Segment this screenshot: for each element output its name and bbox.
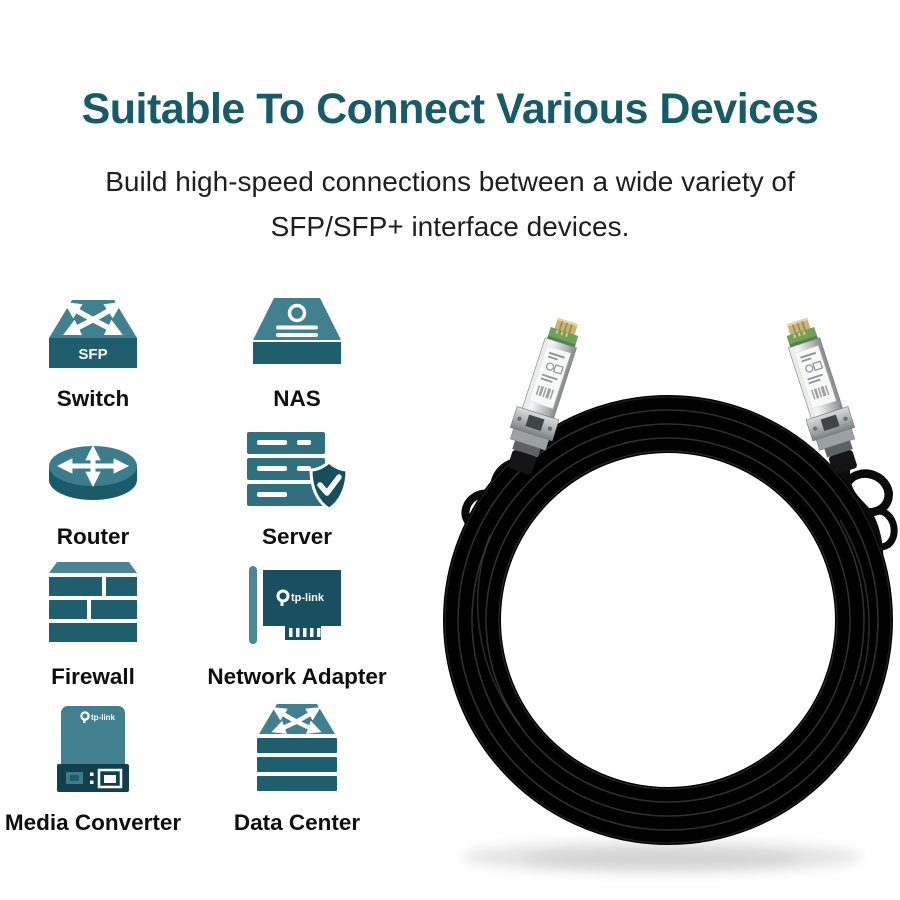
device-data-center: Data Center [192, 700, 402, 836]
device-media-converter: tp-link Media Converter [0, 700, 198, 836]
subtitle: Build high-speed connections between a w… [0, 159, 900, 249]
router-icon [49, 444, 137, 500]
adapter-brand-text: tp-link [291, 592, 325, 604]
media-converter-brand-text: tp-link [91, 713, 116, 722]
firewall-icon [49, 562, 137, 642]
device-label-router: Router [56, 524, 130, 549]
device-firewall: Firewall [0, 558, 198, 690]
device-label-nas: NAS [273, 386, 321, 411]
nas-icon [253, 298, 341, 364]
device-nas: NAS [192, 294, 402, 412]
subtitle-line2: SFP/SFP+ interface devices. [270, 211, 630, 242]
subtitle-line1: Build high-speed connections between a w… [105, 166, 795, 197]
device-router: Router [0, 430, 198, 550]
device-label-media-converter: Media Converter [4, 810, 182, 835]
device-switch: SFP Switch [0, 294, 198, 412]
device-label-network-adapter: Network Adapter [207, 664, 387, 689]
server-icon [247, 432, 349, 511]
cable-coil [443, 395, 893, 845]
page-title: Suitable To Connect Various Devices [81, 84, 819, 133]
switch-icon: SFP [49, 300, 137, 368]
sfp-badge-text: SFP [78, 346, 107, 363]
device-server: Server [192, 430, 402, 550]
network-adapter-icon: tp-link [249, 566, 341, 644]
device-label-firewall: Firewall [51, 664, 135, 689]
sfp-dac-cable-illustration [443, 313, 898, 873]
device-label-switch: Switch [56, 386, 130, 411]
device-network-adapter: tp-link Network Adapter [192, 558, 402, 690]
device-label-data-center: Data Center [233, 810, 361, 835]
device-label-server: Server [261, 524, 333, 549]
cable-photo [420, 285, 900, 900]
data-center-icon [257, 704, 337, 791]
media-converter-icon: tp-link [57, 706, 129, 792]
